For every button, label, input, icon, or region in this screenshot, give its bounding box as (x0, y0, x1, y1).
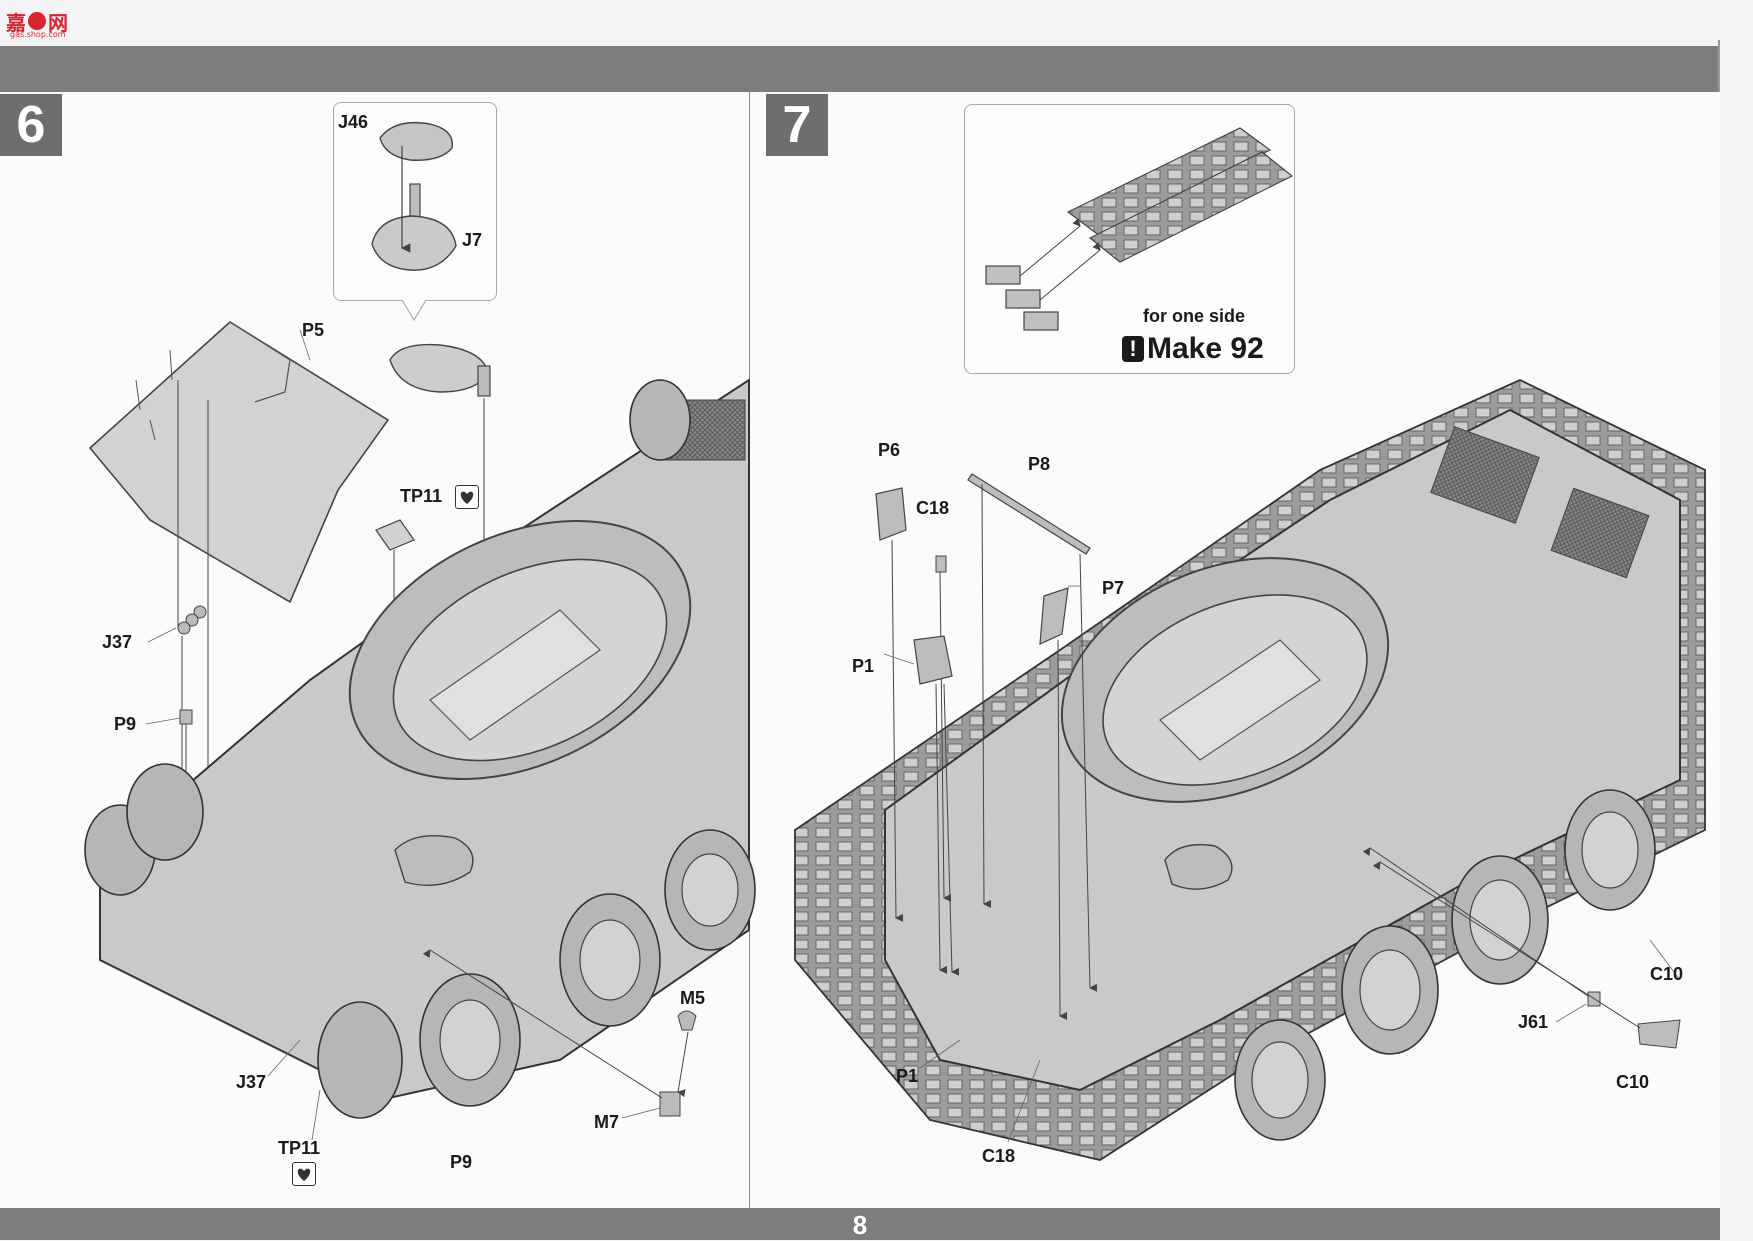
p8-part (967, 473, 1091, 555)
label-m5: M5 (680, 988, 706, 1008)
label-c10-bottom: C10 (1616, 1072, 1650, 1092)
label-tp11-bottom: TP11 (278, 1138, 321, 1158)
label-j61: J61 (1518, 1012, 1549, 1032)
label-c18-bottom: C18 (982, 1146, 1016, 1166)
watermark-gear-icon (28, 12, 46, 30)
watermark-glyph: 嘉 (6, 10, 26, 35)
page-number: 8 (852, 1210, 868, 1240)
label-m7: M7 (594, 1112, 620, 1132)
c10-part (1637, 1019, 1681, 1049)
label-p9-bottom: P9 (450, 1152, 473, 1172)
p7-part (1039, 587, 1069, 645)
label-j37-top: J37 (102, 632, 133, 652)
label-c18-top: C18 (916, 498, 950, 518)
label-p5: P5 (302, 320, 325, 340)
c18-part (935, 555, 947, 573)
p6-part (875, 487, 907, 541)
label-p7: P7 (1102, 578, 1125, 598)
label-p9-top: P9 (114, 714, 137, 734)
label-j37-bottom: J37 (236, 1072, 267, 1092)
label-p8: P8 (1028, 454, 1051, 474)
watermark-site: 网 (48, 10, 68, 35)
exclamation-icon: ! (1122, 336, 1144, 362)
step-7-number: 7 (766, 94, 828, 156)
top-bar (0, 46, 1720, 92)
watermark-logo: 嘉 网 gas.shop.com (6, 6, 68, 40)
j46-hatch-cover (379, 121, 454, 161)
label-p6: P6 (878, 440, 901, 460)
bottom-bar (0, 1208, 1720, 1240)
cement-icon (455, 485, 479, 509)
label-tp11-top: TP11 (400, 486, 443, 506)
label-p1-bottom: P1 (896, 1066, 919, 1086)
label-c10-right: C10 (1650, 964, 1684, 984)
make-label: Make 92 (1147, 332, 1264, 365)
step-6-number: 6 (0, 94, 62, 156)
j7-hatch-base (371, 215, 457, 271)
label-j7: J7 (462, 230, 483, 250)
p1-part (913, 635, 953, 685)
watermark-url: gas.shop.com (10, 30, 66, 39)
inset-note: for one side (1143, 306, 1246, 326)
label-j46: J46 (338, 112, 369, 132)
cement-icon (292, 1162, 316, 1186)
p5-plate (88, 321, 390, 604)
make-count: ! Make 92 (1122, 332, 1264, 366)
label-p1-top: P1 (852, 656, 875, 676)
